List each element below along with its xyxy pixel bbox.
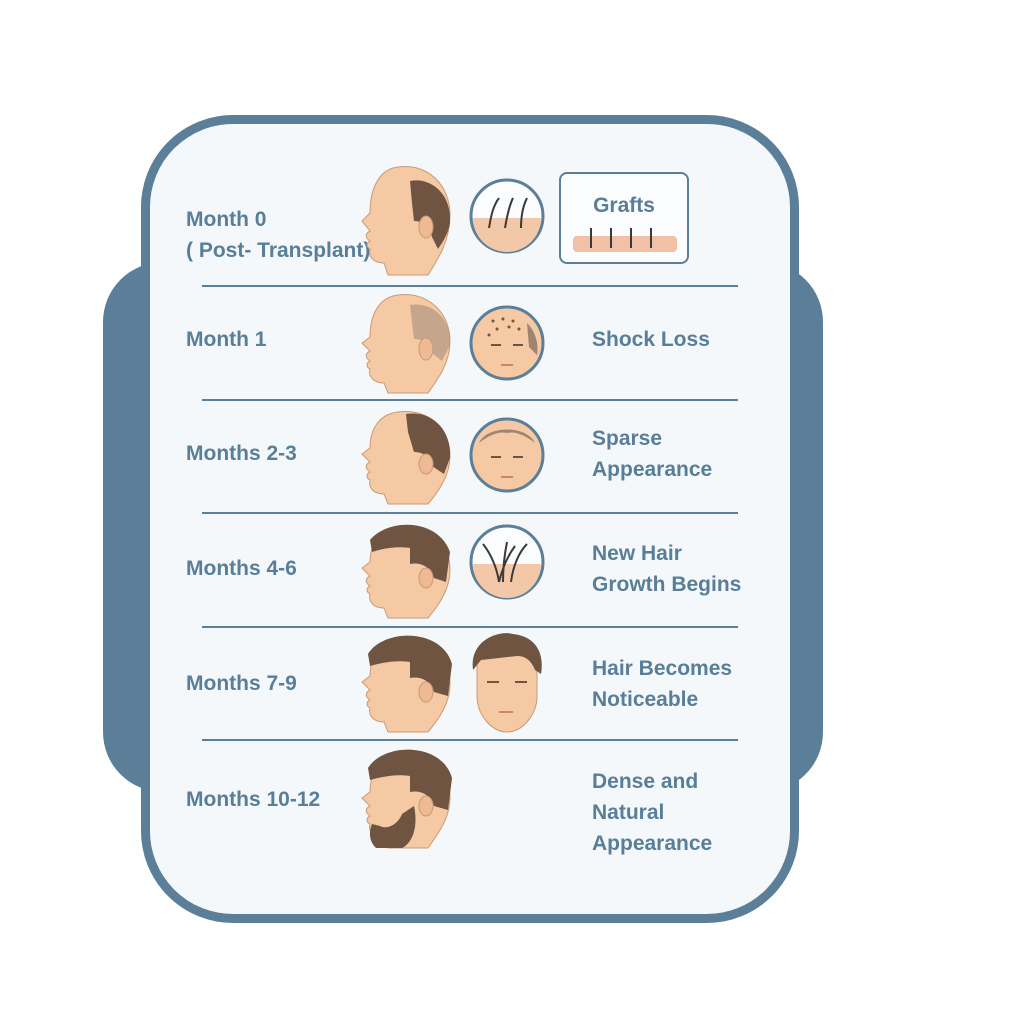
divider — [202, 739, 738, 741]
stage-desc-line: Shock Loss — [592, 328, 710, 351]
grafts-label: Grafts — [593, 194, 655, 217]
grafts-strip-icon — [573, 228, 677, 252]
stage-desc-line: Appearance — [592, 458, 713, 481]
divider — [202, 512, 738, 514]
stage-label-months-4-6: Months 4-6 — [186, 557, 297, 580]
divider — [202, 399, 738, 401]
stage-desc-line: Sparse — [592, 427, 663, 450]
stage-desc-line: New Hair — [592, 542, 682, 565]
stage-desc-line: Dense and — [592, 770, 699, 793]
stage-desc-line: Appearance — [592, 832, 713, 855]
stage-label-months-7-9: Months 7-9 — [186, 672, 297, 695]
stage-desc-line: Hair Becomes — [592, 657, 733, 680]
stage-label-month-1: Month 1 — [186, 328, 267, 351]
shaved-head-side-icon — [361, 294, 451, 394]
stage-desc-line: Noticeable — [592, 688, 699, 711]
stage-label-month-0: Month 0 ( Post- Transplant) — [186, 208, 371, 262]
stage-label-months-10-12: Months 10-12 — [186, 788, 321, 811]
stage-desc-months-4-6: New Hair Growth Begins — [592, 538, 741, 600]
sparse-hair-face-front-icon — [469, 417, 545, 493]
grafts-panel: Grafts — [559, 172, 689, 264]
bald-head-side-icon — [361, 166, 451, 276]
short-hair-head-side-icon — [361, 524, 451, 619]
stubble-scalp-front-icon — [469, 305, 545, 381]
bearded-head-side-icon — [361, 749, 452, 849]
stage-desc-month-1: Shock Loss — [592, 324, 710, 355]
full-hair-head-side-icon — [361, 635, 452, 733]
stage-desc-line: Natural — [592, 801, 665, 824]
stage-desc-months-2-3: Sparse Appearance — [592, 423, 712, 485]
full-hair-face-front-icon — [472, 633, 542, 733]
new-hair-growth-closeup-icon — [469, 524, 545, 600]
stage-label-months-2-3: Months 2-3 — [186, 442, 297, 465]
divider — [202, 626, 738, 628]
stage-desc-months-10-12: Dense and Natural Appearance — [592, 766, 712, 859]
implanted-grafts-closeup-icon — [469, 178, 545, 254]
sparse-hair-head-side-icon — [361, 411, 451, 505]
stage-desc-line: Growth Begins — [592, 573, 742, 596]
timeline-card — [141, 115, 799, 923]
stage-desc-months-7-9: Hair Becomes Noticeable — [592, 653, 732, 715]
divider — [202, 285, 738, 287]
